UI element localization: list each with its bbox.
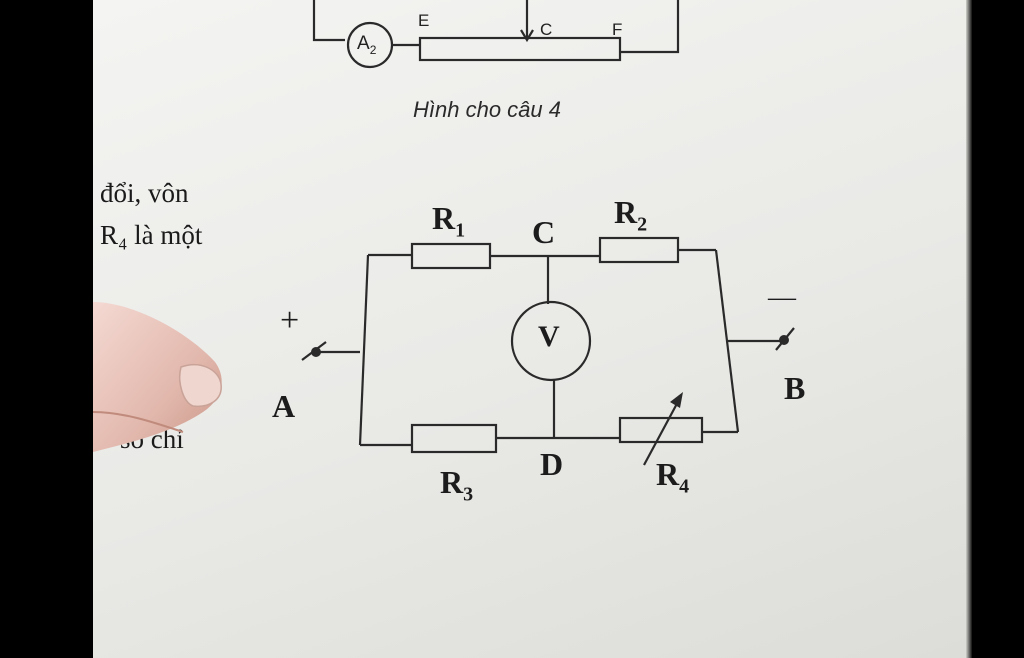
- ammeter-a2-label: A2: [357, 33, 377, 57]
- rheostat-r4-arrow-head: [670, 392, 683, 408]
- resistor-r3: [410, 423, 498, 454]
- resistor-r2: [598, 236, 680, 264]
- finger-image: [93, 302, 222, 452]
- paper-sheet: [93, 0, 970, 658]
- terminal-b-label: B: [784, 370, 806, 406]
- node-c-label: C: [532, 214, 556, 250]
- terminal-b-dot: [779, 335, 789, 345]
- rheostat-ef: [418, 36, 622, 62]
- resistor-r1: [410, 242, 492, 270]
- side-text-line-1: đổi, vôn: [100, 178, 189, 208]
- wire-right-vertical: [714, 249, 740, 433]
- node-d-label: D: [540, 446, 564, 482]
- point-e-label: E: [418, 11, 430, 30]
- resistor-r4: [618, 416, 704, 444]
- figure-caption: Hình cho câu 4: [413, 97, 561, 122]
- paper-edge: [966, 0, 972, 658]
- resistor-r2-label: R2: [614, 194, 648, 236]
- terminal-a-dot: [311, 347, 321, 357]
- point-c-label-top: C: [540, 20, 553, 39]
- voltmeter-circle: [510, 300, 592, 382]
- slider-arrow: [520, 29, 534, 43]
- resistor-r1-label: R1: [432, 200, 466, 242]
- voltmeter-label: V: [538, 320, 560, 353]
- top-wire-right: [620, 0, 680, 54]
- wire-left-vertical: [358, 254, 370, 446]
- side-text-line-2: R₄ là một: [100, 220, 203, 250]
- top-wire-left: [312, 0, 345, 42]
- terminal-plus-sign: +: [280, 302, 300, 339]
- terminal-minus-sign: —: [768, 282, 796, 313]
- rheostat-r4-arrow-line: [643, 397, 681, 466]
- point-f-label: F: [612, 20, 623, 39]
- resistor-r4-label: R4: [656, 456, 690, 498]
- resistor-r3-label: R3: [440, 464, 474, 506]
- terminal-a-label: A: [272, 388, 296, 424]
